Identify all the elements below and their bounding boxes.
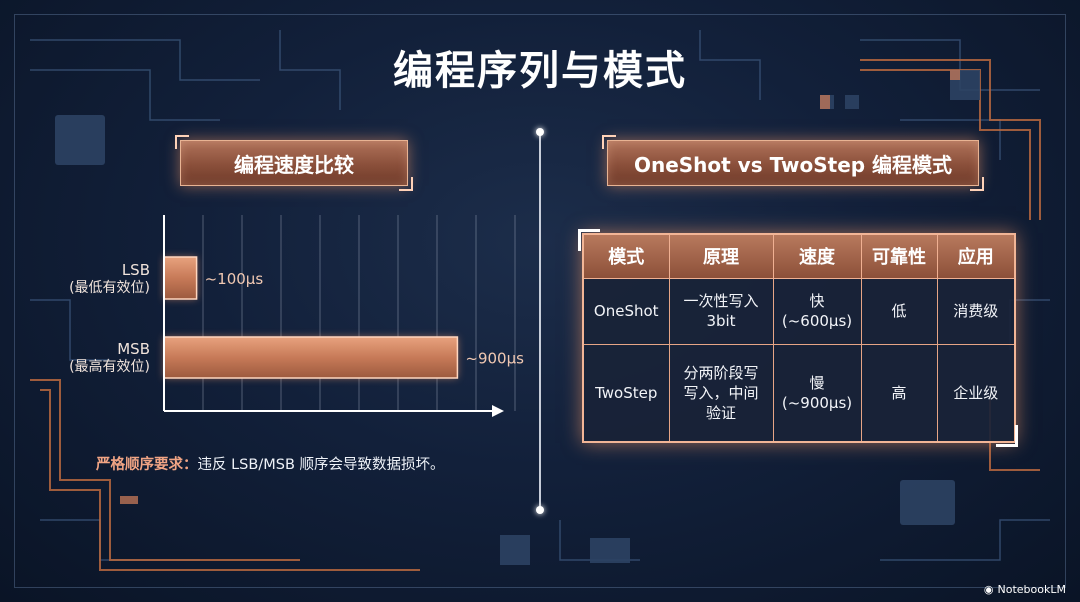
notebooklm-logo-icon: ◉ [983, 583, 994, 596]
divider-bottom-dot [536, 506, 544, 514]
bar-category-sub: (最低有效位) [69, 280, 150, 296]
table-cell: 快 (~600µs) [772, 277, 862, 346]
mode-comparison-header-label: OneShot vs TwoStep 编程模式 [633, 152, 953, 177]
note-emphasis: 严格顺序要求： [96, 457, 198, 473]
table-cell: 高 [860, 344, 938, 443]
table-header-row: 模式 原理 速度 可靠性 应用 [582, 233, 1016, 279]
column-header: 原理 [668, 233, 774, 279]
table-cell: 分两阶段写 写入，中间 验证 [668, 344, 774, 443]
table-cell: 企业级 [936, 344, 1016, 443]
table-cell: 消费级 [936, 277, 1016, 346]
table-cell: OneShot [582, 277, 670, 346]
bar-category-sub: (最高有效位) [69, 359, 150, 375]
table-cell: TwoStep [582, 344, 670, 443]
vertical-divider [539, 132, 541, 510]
bar-category-label: MSB (最高有效位) [40, 340, 150, 376]
order-requirement-note: 严格顺序要求：违反 LSB/MSB 顺序会导致数据损坏。 [96, 453, 445, 474]
data-label: ~900µs [465, 350, 524, 368]
table-corner-mark [996, 425, 1018, 447]
speed-comparison-header-label: 编程速度比较 [234, 152, 354, 177]
bar-category-main: LSB [121, 261, 150, 279]
table-cell: 慢 (~900µs) [772, 344, 862, 443]
page-title: 编程序列与模式 [393, 48, 687, 94]
column-header: 速度 [772, 233, 862, 279]
column-header: 应用 [936, 233, 1016, 279]
notebooklm-label: NotebookLM [997, 583, 1066, 596]
note-text: 违反 LSB/MSB 顺序会导致数据损坏。 [197, 457, 445, 473]
slide-frame [14, 14, 1066, 588]
table-cell: 低 [860, 277, 938, 346]
column-header: 可靠性 [860, 233, 938, 279]
bar [163, 256, 198, 300]
table-cell: 一次性写入 3bit [668, 277, 774, 346]
x-axis-arrow [492, 405, 504, 417]
bar-category-label: LSB (最低有效位) [40, 261, 150, 297]
table-corner-mark [578, 229, 600, 251]
column-header: 模式 [582, 233, 670, 279]
speed-comparison-header: 编程速度比较 [175, 135, 413, 191]
bar-category-main: MSB [117, 340, 150, 358]
mode-comparison-header: OneShot vs TwoStep 编程模式 [602, 135, 984, 191]
divider-top-dot [536, 128, 544, 136]
bar [163, 336, 459, 379]
notebooklm-branding: ◉ NotebookLM [984, 583, 1066, 596]
data-label: ~100µs [205, 270, 264, 288]
